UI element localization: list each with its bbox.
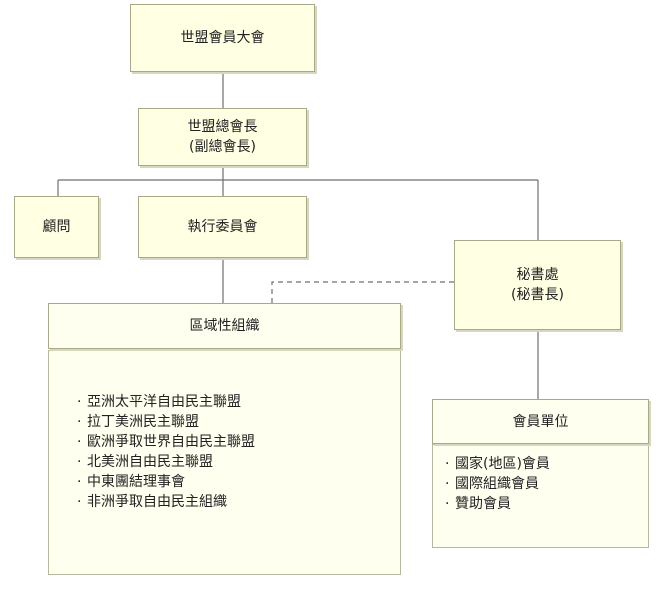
dashed-connector-secretariat-regional [271,281,454,303]
president-box: 世盟總會長 (副總會長) [138,108,307,166]
list-item: 歐洲爭取世界自由民主聯盟 [77,432,255,452]
list-item: 國家(地區)會員 [445,454,550,474]
secretariat-head: (秘書長) [511,287,564,303]
advisors-box: 顧問 [14,196,99,258]
regional-organizations-header: 區域性組織 [48,303,401,349]
list-item: 國際組織會員 [445,474,550,494]
regional-organizations-title: 區域性組織 [189,318,260,334]
member-units-title: 會員單位 [512,413,569,430]
list-item: 贊助會員 [445,494,550,514]
regional-organizations-panel: 亞洲太平洋自由民主聯盟 拉丁美洲民主聯盟 歐洲爭取世界自由民主聯盟 北美洲自由民… [48,350,401,575]
assembly-box: 世盟會員大會 [130,4,315,72]
executive-committee-box: 執行委員會 [138,196,307,258]
secretariat-title: 秘書處 [516,267,559,283]
advisors-label: 顧問 [42,219,71,235]
member-units-list: 國家(地區)會員 國際組織會員 贊助會員 [445,454,550,514]
president-deputy: (副總會長) [189,139,256,155]
member-units-header: 會員單位 [432,399,649,444]
regional-organizations-list: 亞洲太平洋自由民主聯盟 拉丁美洲民主聯盟 歐洲爭取世界自由民主聯盟 北美洲自由民… [77,392,255,512]
list-item: 非洲爭取自由民主組織 [77,492,255,512]
president-title: 世盟總會長 [187,119,258,135]
executive-committee-label: 執行委員會 [187,219,258,235]
assembly-label: 世盟會員大會 [180,30,265,46]
list-item: 中東團結理事會 [77,472,255,492]
list-item: 拉丁美洲民主聯盟 [77,412,255,432]
secretariat-box: 秘書處 (秘書長) [454,240,621,330]
member-units-panel: 國家(地區)會員 國際組織會員 贊助會員 [432,444,649,548]
list-item: 北美洲自由民主聯盟 [77,452,255,472]
list-item: 亞洲太平洋自由民主聯盟 [77,392,255,412]
